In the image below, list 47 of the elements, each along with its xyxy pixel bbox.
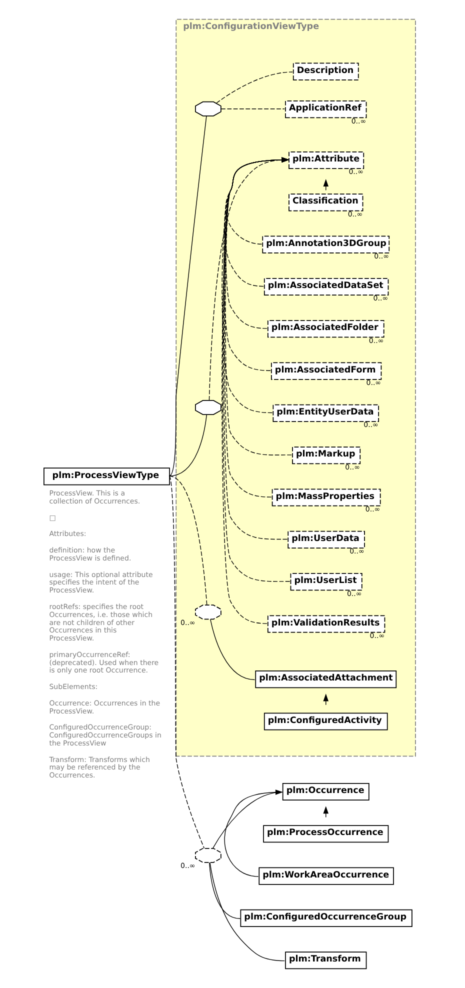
node-label: usage: This optional attribute specifies the intent of the ProcessView. [48,570,152,595]
node-label: primaryOccurrenceRef: (deprecated). Used when there is only one root Occurrence. [48,650,158,675]
arrow [224,157,292,456]
node-label: definition: how the ProcessView is defined. [48,546,131,562]
connector [168,476,207,606]
node-label: Transform: Transforms which may be referenced by the Occurrences. [48,754,150,780]
node-label: 0..∞ [349,546,364,556]
node-label: 0..∞ [180,861,195,870]
arrow [224,790,283,877]
connector [168,414,207,476]
node-label: 0..∞ [372,294,388,303]
arrow [224,157,289,329]
node-label: Attributes: [48,529,86,538]
node-label: ConfiguredOccurrenceGroup: ConfiguredOccurrenceGroups in the ProcessView [48,722,161,748]
node-label: 0..∞ [366,378,381,388]
node-label: 0..∞ [364,504,380,514]
arrow [223,157,289,371]
node-label: 0..∞ [350,116,366,126]
node-label: 0..∞ [363,420,378,430]
connector [216,72,292,104]
node-label: Occurrence: Occurrences in the ProcessView. [48,698,160,716]
node-label: SubElements: [48,682,98,692]
arrow [224,157,289,244]
arrow [221,157,289,414]
node-label: 0..∞ [347,209,362,218]
node-label: 0..∞ [374,252,388,261]
arrow [224,157,289,287]
node-label: 0..∞ [180,618,195,627]
node-octagon [194,848,221,863]
connector [209,862,284,962]
node-label: 0..∞ [348,167,363,176]
node-label: ProcessView. This is a collection of Occurrences. [48,488,140,506]
connector [168,116,206,476]
connector [168,476,204,849]
node-label: 0..∞ [344,462,360,472]
node-label: □ [48,512,56,522]
node-label: 0..∞ [369,630,384,640]
node-octagon [194,101,221,116]
connector [210,619,255,680]
node-label: 0..∞ [346,588,362,598]
node-label: 0..∞ [368,336,384,345]
connector [208,862,240,919]
node-octagon [194,604,221,620]
node-octagon [194,400,221,415]
node-label: rootRefs: specifies the root Occurrences, i.e. those which are not children of other Occurrences in this ProcessView. [48,602,152,643]
connector [220,108,284,110]
arrow [322,179,328,191]
